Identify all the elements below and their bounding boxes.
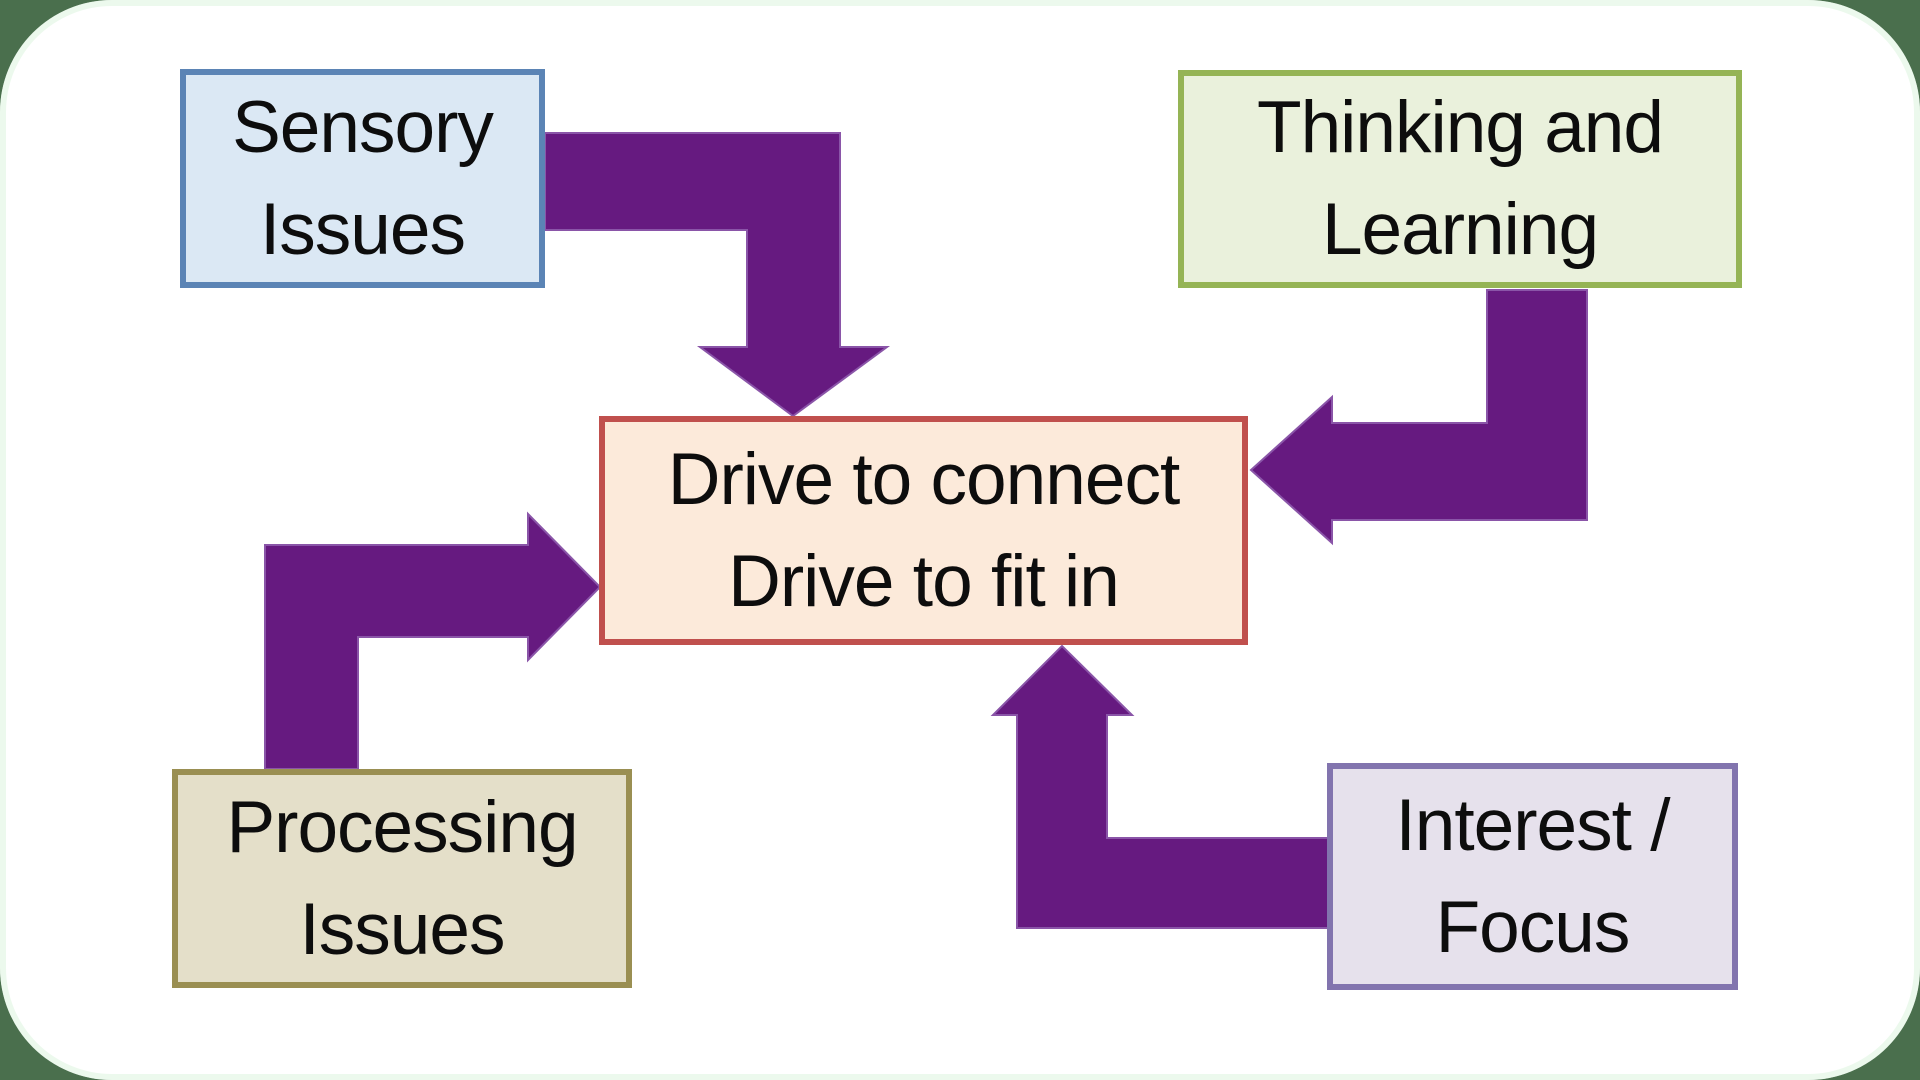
box-sensory-issues: Sensory Issues [180, 69, 545, 288]
box-interest-focus: Interest / Focus [1327, 763, 1738, 990]
box-label-line: Thinking and [1256, 87, 1664, 168]
arrow-interest-to-center [990, 644, 1330, 929]
box-label-line: Issues [299, 888, 506, 970]
box-drive-to-connect: Drive to connect Drive to fit in [599, 416, 1248, 645]
box-label-line: Drive to fit in [728, 540, 1120, 622]
arrow-thinking-to-center [1249, 289, 1588, 546]
box-label-line: Issues [260, 188, 466, 270]
box-label-line: Sensory [232, 86, 494, 168]
box-label-line: Drive to connect [667, 438, 1180, 520]
box-label-line: Focus [1435, 886, 1631, 968]
box-thinking-and-learning: Thinking and Learning [1178, 70, 1742, 288]
box-label-line: Interest / [1395, 784, 1670, 866]
box-label-line: Processing [226, 786, 578, 868]
arrow-processing-to-center [264, 511, 602, 770]
arrow-sensory-to-center [544, 132, 891, 418]
box-processing-issues: Processing Issues [172, 769, 632, 988]
box-label-line: Learning [1321, 189, 1599, 270]
